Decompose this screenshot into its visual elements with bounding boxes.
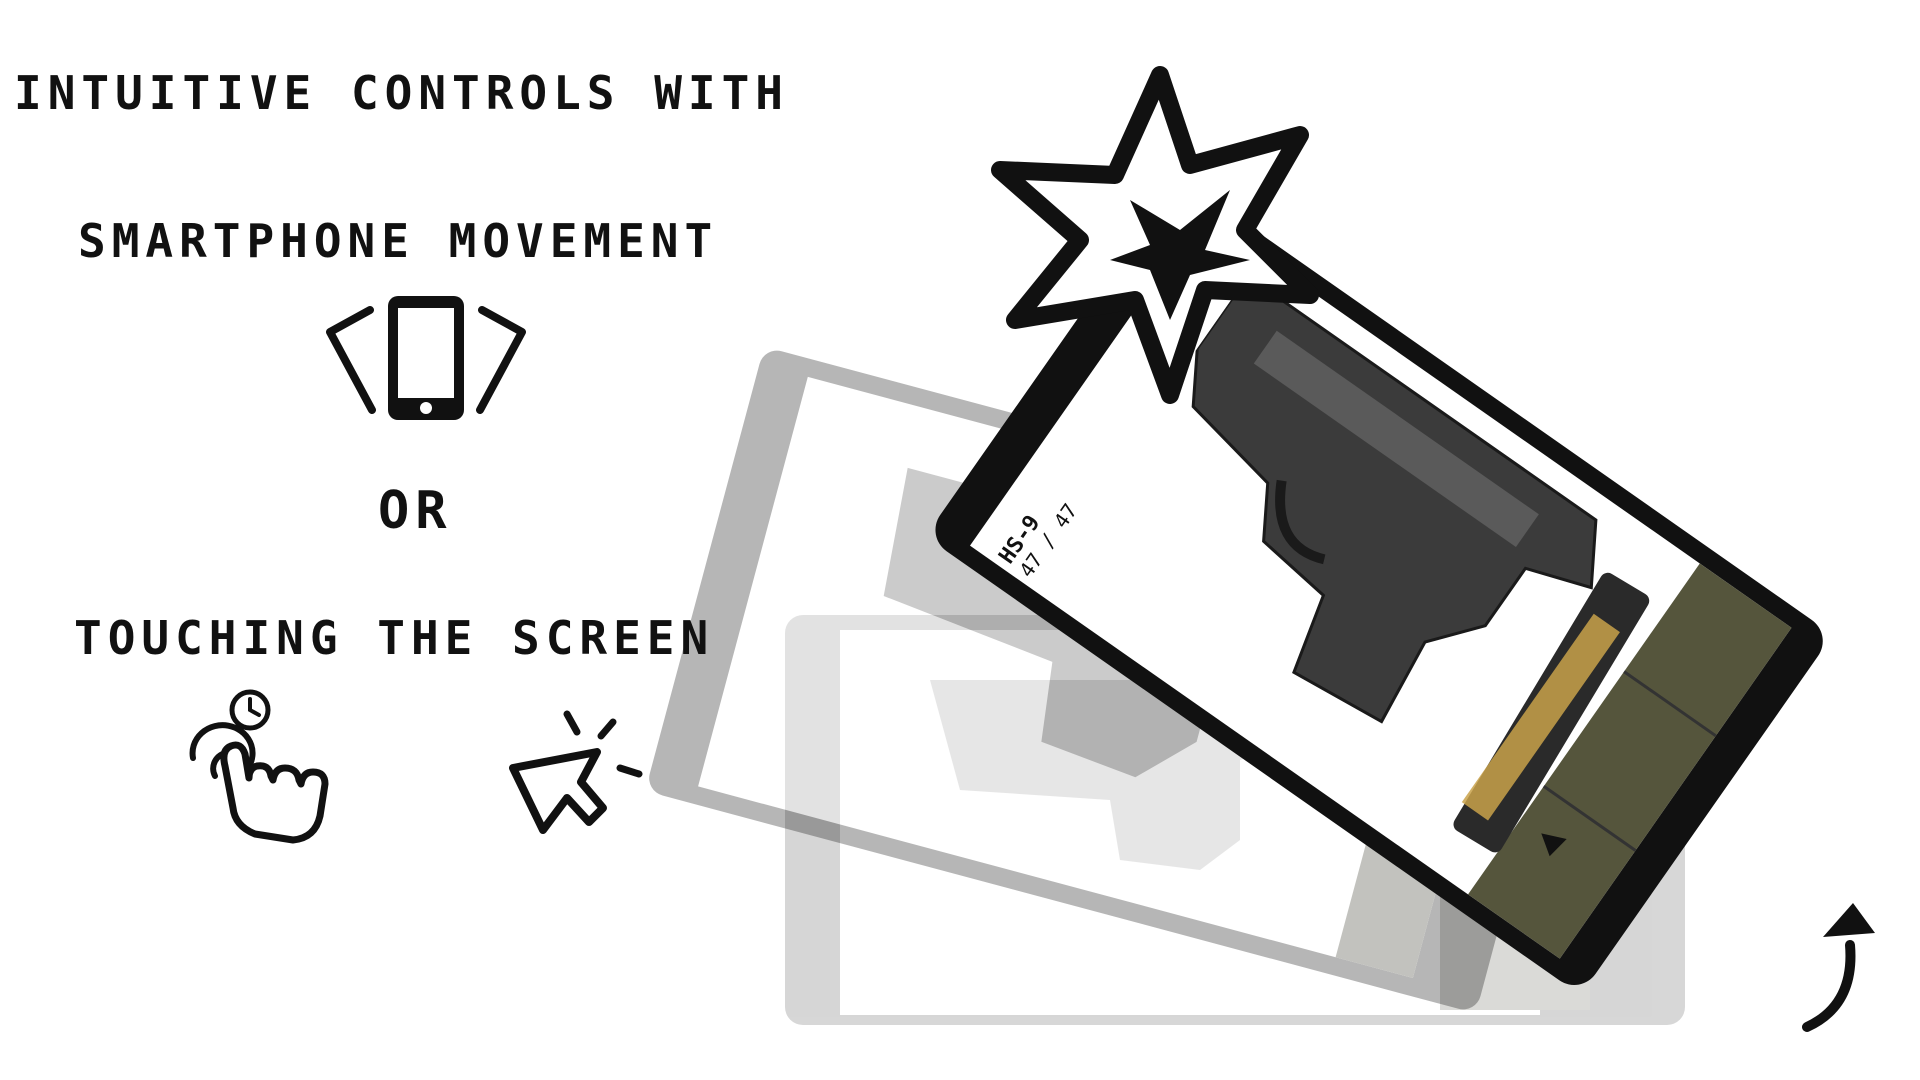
headline-line-3: TOUCHING THE SCREEN [74,611,715,665]
rotate-arrow-icon [1802,903,1875,1032]
headline-line-1: INTUITIVE CONTROLS WITH [14,66,789,120]
hand-tap-hold-icon [189,689,329,844]
phone-tilt-icon [326,296,526,420]
headline-line-2: SMARTPHONE MOVEMENT [78,214,719,268]
reload-arrow-icon[interactable] [1533,825,1567,858]
or-separator: OR [378,481,453,541]
cursor-click-icon [509,710,643,834]
muzzle-flash-burst [991,66,1319,404]
